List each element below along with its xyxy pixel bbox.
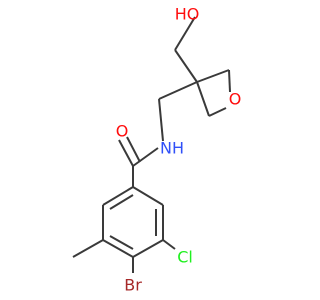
molecule-structure: HO O NH O Cl Br xyxy=(72,4,242,295)
bond-methylene-nitrogen xyxy=(158,98,164,142)
bond-carbonyl-oxygen-a xyxy=(118,139,134,167)
ring-bond-1 xyxy=(132,186,164,206)
bond-oxetane-top-oxygen xyxy=(228,69,231,93)
bond-ho-ch2 xyxy=(174,16,196,51)
bond-ch2-quaternary xyxy=(174,49,198,83)
ring-inner-double-3 xyxy=(109,194,134,210)
bond-oxetane-bottom-quaternary xyxy=(196,81,210,117)
carbonyl-oxygen-label: O xyxy=(116,122,129,141)
ring-bond-4 xyxy=(102,239,134,258)
amide-nitrogen-label: NH xyxy=(160,139,184,158)
chlorine-label: Cl xyxy=(177,248,193,267)
bond-quaternary-methylene xyxy=(158,81,198,100)
bond-oxetane-oxygen-bottom xyxy=(208,107,227,117)
bond-oxetane-quaternary-top xyxy=(196,69,230,83)
bond-ring-methyl xyxy=(72,239,104,258)
bond-nitrogen-carbonyl xyxy=(132,147,159,167)
bond-ring-chlorine xyxy=(162,239,176,250)
ring-inner-double-2 xyxy=(109,235,134,250)
oxetane-oxygen-label: O xyxy=(229,90,242,109)
bond-carbonyl-oxygen-b xyxy=(126,136,141,163)
structure-diagram: HO O NH O Cl Br xyxy=(72,5,242,295)
ring-bond-6 xyxy=(102,186,134,206)
ring-bond-3 xyxy=(132,239,164,258)
bromine-label: Br xyxy=(124,276,142,295)
hydroxyl-label: HO xyxy=(175,5,200,24)
